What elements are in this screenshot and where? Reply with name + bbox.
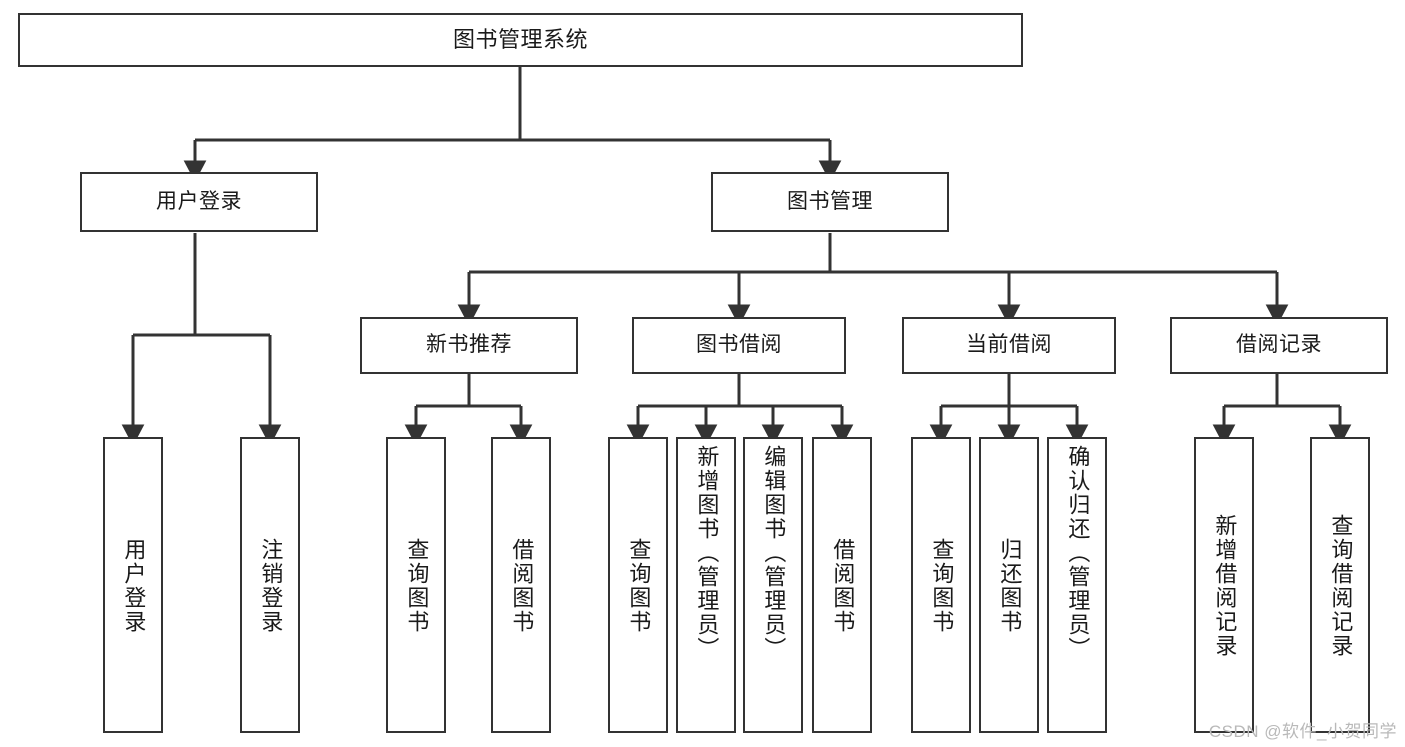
leaf-logout-login[interactable]: 注销登录 bbox=[240, 437, 300, 733]
node-root-system[interactable]: 图书管理系统 bbox=[18, 13, 1023, 67]
leaf-add-book-admin[interactable]: 新增图书（管理员） bbox=[676, 437, 736, 733]
leaf-query-book-current[interactable]: 查询图书 bbox=[911, 437, 971, 733]
node-label: 确认归还（管理员） bbox=[1065, 445, 1091, 661]
node-label: 编辑图书（管理员） bbox=[761, 445, 787, 661]
node-label: 查询图书 bbox=[929, 538, 955, 634]
node-label: 新书推荐 bbox=[426, 333, 512, 357]
leaf-query-book-borrow[interactable]: 查询图书 bbox=[608, 437, 668, 733]
node-label: 归还图书 bbox=[997, 538, 1023, 634]
node-label: 当前借阅 bbox=[966, 333, 1052, 357]
node-book-borrow[interactable]: 图书借阅 bbox=[632, 317, 846, 374]
leaf-return-book[interactable]: 归还图书 bbox=[979, 437, 1039, 733]
leaf-edit-book-admin[interactable]: 编辑图书（管理员） bbox=[743, 437, 803, 733]
node-label: 图书管理系统 bbox=[452, 27, 588, 53]
node-label: 查询图书 bbox=[626, 538, 652, 634]
leaf-query-borrow-record[interactable]: 查询借阅记录 bbox=[1310, 437, 1370, 733]
node-label: 查询借阅记录 bbox=[1328, 514, 1354, 658]
leaf-user-login[interactable]: 用户登录 bbox=[103, 437, 163, 733]
leaf-confirm-return-admin[interactable]: 确认归还（管理员） bbox=[1047, 437, 1107, 733]
node-label: 用户登录 bbox=[156, 189, 242, 213]
node-current-borrow[interactable]: 当前借阅 bbox=[902, 317, 1116, 374]
leaf-borrow-book-newrec[interactable]: 借阅图书 bbox=[491, 437, 551, 733]
csdn-watermark: CSDN @软件_小贺同学 bbox=[1208, 722, 1397, 741]
leaf-borrow-book[interactable]: 借阅图书 bbox=[812, 437, 872, 733]
node-borrow-record[interactable]: 借阅记录 bbox=[1170, 317, 1388, 374]
leaf-add-borrow-record[interactable]: 新增借阅记录 bbox=[1194, 437, 1254, 733]
node-label: 新增图书（管理员） bbox=[694, 445, 720, 661]
leaf-query-book-newrec[interactable]: 查询图书 bbox=[386, 437, 446, 733]
node-label: 图书管理 bbox=[787, 189, 873, 213]
node-label: 注销登录 bbox=[258, 538, 284, 634]
node-label: 图书借阅 bbox=[696, 333, 782, 357]
node-user-login[interactable]: 用户登录 bbox=[80, 172, 318, 232]
node-book-management[interactable]: 图书管理 bbox=[711, 172, 949, 232]
node-label: 借阅图书 bbox=[830, 538, 856, 634]
node-label: 新增借阅记录 bbox=[1212, 514, 1238, 658]
node-label: 借阅图书 bbox=[509, 538, 535, 634]
node-label: 借阅记录 bbox=[1236, 333, 1322, 357]
node-label: 用户登录 bbox=[121, 538, 147, 634]
node-new-book-recommendation[interactable]: 新书推荐 bbox=[360, 317, 578, 374]
node-label: 查询图书 bbox=[404, 538, 430, 634]
